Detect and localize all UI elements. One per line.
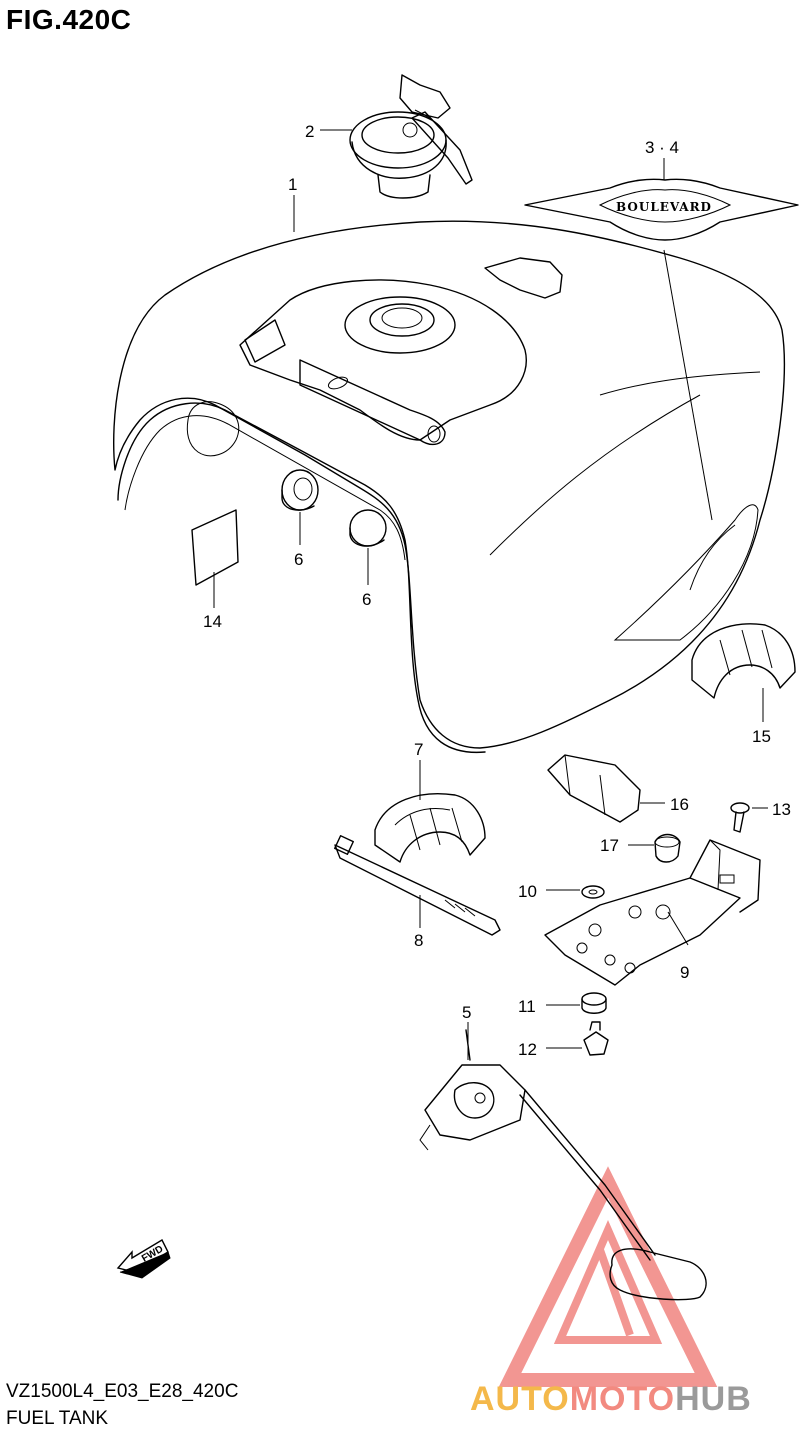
callout-17: 17: [600, 836, 619, 855]
watermark-logo: [498, 1166, 718, 1387]
callout-16: 16: [670, 795, 689, 814]
cushion-6a: [281, 469, 319, 511]
callout-9: 9: [680, 963, 689, 982]
diagram-name: FUEL TANK: [6, 1408, 109, 1429]
watermark-part-c: HUB: [675, 1380, 752, 1418]
fuel-level-sender: [419, 1029, 707, 1301]
figure-title: FIG.420C: [6, 4, 132, 35]
callout-15: 15: [752, 727, 771, 746]
emblem-label: BOULEVARD: [616, 200, 712, 214]
callout-10: 10: [518, 882, 537, 901]
callout-6b: 6: [362, 590, 371, 609]
boulevard-emblem: BOULEVARD: [524, 178, 799, 241]
cushion-16: [547, 754, 641, 823]
callout-2: 2: [305, 122, 314, 141]
fwd-arrow: FWD: [116, 1239, 171, 1279]
screw-13: [730, 802, 750, 833]
diagram-code: VZ1500L4_E03_E28_420C: [6, 1381, 239, 1402]
rubber-cushion-15: [691, 623, 796, 699]
fuel-tank: [113, 220, 786, 754]
emblem-leader: [663, 249, 713, 521]
damper-17: [654, 833, 681, 863]
fuel-cap-with-keys: [349, 74, 473, 199]
watermark-part-a: AUTO: [470, 1380, 570, 1418]
bracket-9: [544, 839, 761, 986]
callout-14: 14: [203, 612, 222, 631]
callout-13: 13: [772, 800, 791, 819]
callout-labels: 1 2 3 · 4 6 6 14 15 7 16 13 17 10 8 9 11…: [203, 122, 791, 1059]
callout-3-4: 3 · 4: [645, 138, 679, 157]
watermark-text: AUTOMOTOHUB: [470, 1380, 752, 1419]
washer-10: [581, 885, 605, 899]
callout-6a: 6: [294, 550, 303, 569]
grommet-11: [581, 992, 607, 1014]
callout-8: 8: [414, 931, 423, 950]
cable-tie: [333, 834, 501, 936]
pad-14: [191, 509, 239, 586]
callout-11: 11: [518, 997, 536, 1016]
rubber-cushion-7: [374, 793, 486, 863]
watermark-part-b: MOTO: [569, 1380, 676, 1418]
leader-lines: [213, 129, 768, 1060]
bolt-12: [583, 1021, 609, 1056]
cushion-6b: [349, 509, 387, 547]
callout-1: 1: [288, 175, 297, 194]
callout-12: 12: [518, 1040, 537, 1059]
callout-5: 5: [462, 1003, 471, 1022]
callout-7: 7: [414, 740, 423, 759]
